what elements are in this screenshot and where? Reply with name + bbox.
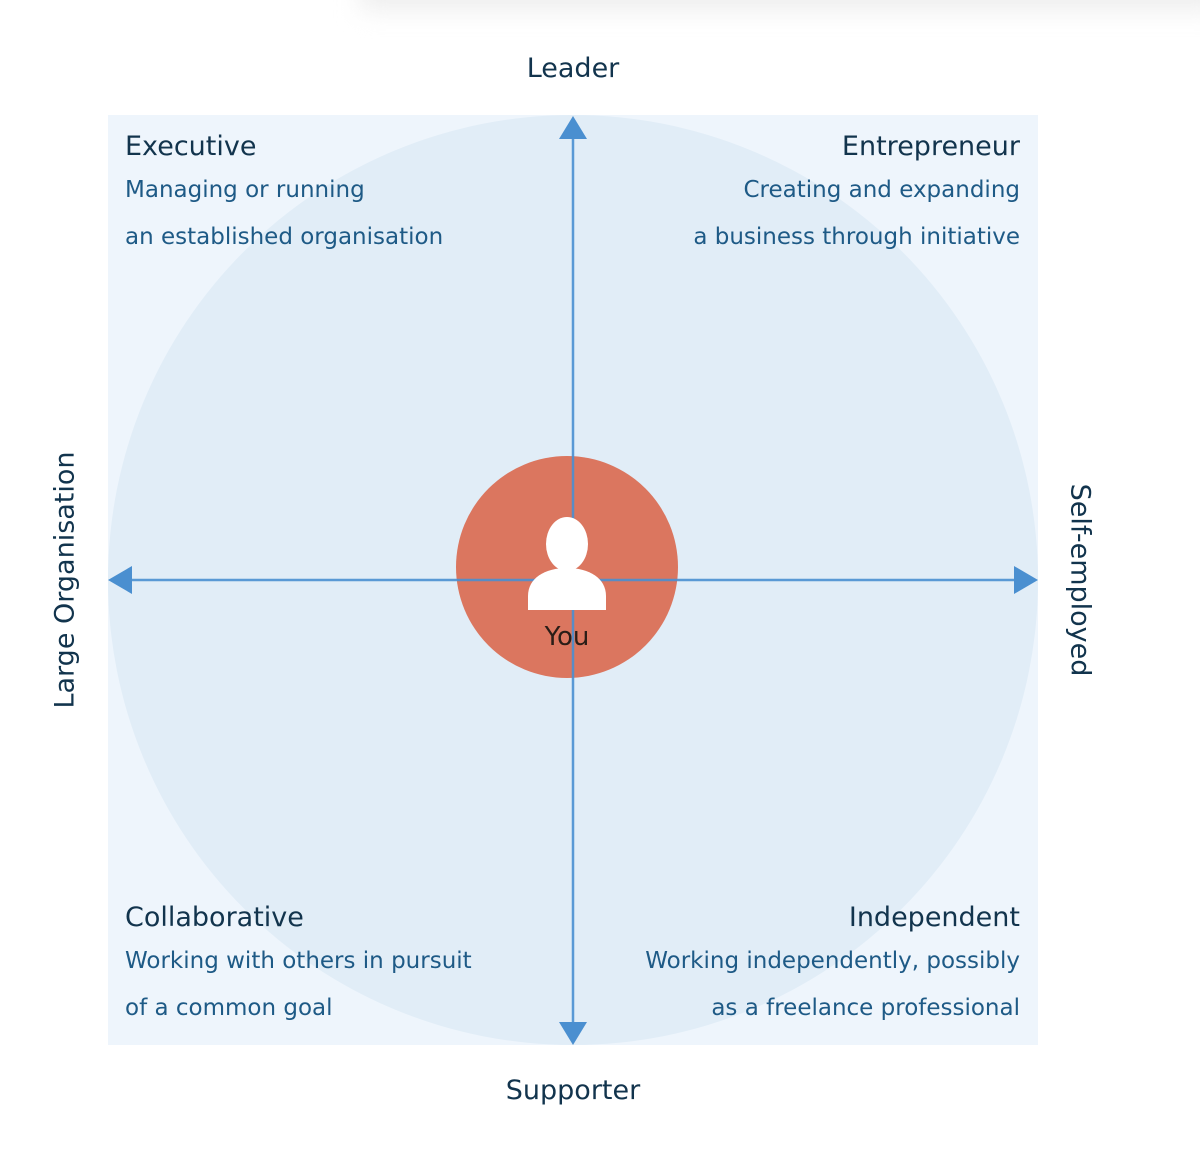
arrow-left-icon <box>108 566 132 594</box>
quadrant-title: Entrepreneur <box>841 131 1020 162</box>
quadrant-title: Executive <box>125 131 257 162</box>
arrow-down-icon <box>559 1022 587 1045</box>
quadrant-description-line: Managing or running <box>125 177 365 203</box>
quadrant-description-line: Working with others in pursuit <box>125 948 472 974</box>
axis-label-supporter: Supporter <box>505 1075 641 1106</box>
quadrant-independent: Independent Working independently, possi… <box>645 900 1020 1032</box>
quadrant-description-line: an established organisation <box>125 224 444 250</box>
center-label-you: You <box>544 622 590 652</box>
quadrant-executive: Executive Managing or running an establi… <box>125 129 443 261</box>
quadrant-description-line: Creating and expanding <box>743 177 1020 203</box>
arrow-right-icon <box>1014 566 1038 594</box>
quadrant-description-line: of a common goal <box>125 995 333 1021</box>
axis-label-large-organisation: Large Organisation <box>49 451 81 709</box>
axis-label-self-employed: Self-employed <box>1064 483 1096 677</box>
quadrant-description-line: as a freelance professional <box>711 995 1020 1021</box>
person-icon <box>528 517 606 610</box>
quadrant-description-line: a business through initiative <box>693 224 1020 250</box>
quadrant-collaborative: Collaborative Working with others in pur… <box>125 900 472 1032</box>
arrow-up-icon <box>559 116 587 139</box>
quadrant-title: Collaborative <box>125 902 304 933</box>
top-shadow <box>360 0 1200 10</box>
quadrant-title: Independent <box>848 902 1020 933</box>
quadrant-entrepreneur: Entrepreneur Creating and expanding a bu… <box>693 129 1020 261</box>
axis-label-leader: Leader <box>526 53 620 84</box>
quadrant-description-line: Working independently, possibly <box>645 948 1020 974</box>
